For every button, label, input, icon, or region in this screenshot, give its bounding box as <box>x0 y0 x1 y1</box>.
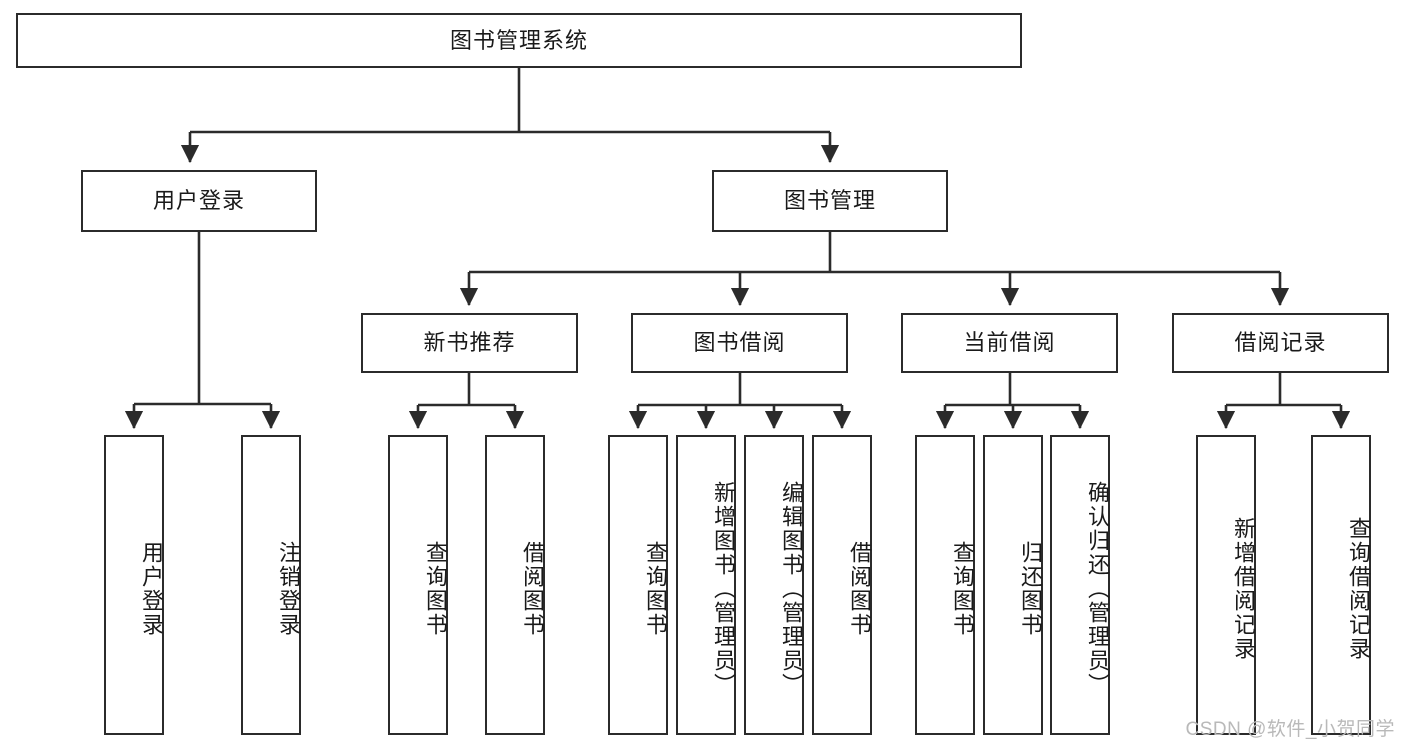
node-label: 图书管理 <box>783 188 876 213</box>
node-label: 借阅记录 <box>1234 330 1327 355</box>
node-label: 借阅图书 <box>847 541 872 637</box>
leaf-query-borrow-record[interactable]: 查询借阅记录 <box>1311 435 1371 735</box>
node-label: 新增借阅记录 <box>1231 517 1256 661</box>
leaf-user-login[interactable]: 用户登录 <box>104 435 164 735</box>
node-new-book-recommend[interactable]: 新书推荐 <box>361 313 578 373</box>
leaf-borrow-book-newbook[interactable]: 借阅图书 <box>485 435 545 735</box>
leaf-add-borrow-record[interactable]: 新增借阅记录 <box>1196 435 1256 735</box>
leaf-edit-book-admin[interactable]: 编辑图书（管理员） <box>744 435 804 735</box>
node-label: 编辑图书（管理员） <box>779 481 804 697</box>
node-label: 查询图书 <box>423 541 448 637</box>
leaf-add-book-admin[interactable]: 新增图书（管理员） <box>676 435 736 735</box>
csdn-watermark: CSDN @软件_小贺同学 <box>1185 719 1395 740</box>
node-label: 确认归还（管理员） <box>1085 481 1110 697</box>
node-book-management[interactable]: 图书管理 <box>712 170 948 232</box>
node-label: 用户登录 <box>139 541 164 637</box>
node-label: 当前借阅 <box>963 330 1056 355</box>
leaf-confirm-return-admin[interactable]: 确认归还（管理员） <box>1050 435 1110 735</box>
node-label: 查询借阅记录 <box>1346 517 1371 661</box>
leaf-return-book[interactable]: 归还图书 <box>983 435 1043 735</box>
node-label: 用户登录 <box>152 188 245 213</box>
node-label: 借阅图书 <box>520 541 545 637</box>
node-label: 图书管理系统 <box>449 27 588 53</box>
node-label: 归还图书 <box>1018 541 1043 637</box>
node-root-book-management-system[interactable]: 图书管理系统 <box>16 13 1022 68</box>
node-borrow-record[interactable]: 借阅记录 <box>1172 313 1389 373</box>
node-label: 图书借阅 <box>693 330 786 355</box>
leaf-logout[interactable]: 注销登录 <box>241 435 301 735</box>
leaf-borrow-book[interactable]: 借阅图书 <box>812 435 872 735</box>
leaf-query-book-current[interactable]: 查询图书 <box>915 435 975 735</box>
leaf-query-book-borrow[interactable]: 查询图书 <box>608 435 668 735</box>
leaf-query-book-newbook[interactable]: 查询图书 <box>388 435 448 735</box>
node-label: 新增图书（管理员） <box>711 481 736 697</box>
node-label: 新书推荐 <box>423 330 516 355</box>
node-user-login[interactable]: 用户登录 <box>81 170 317 232</box>
node-label: 注销登录 <box>276 541 301 637</box>
node-label: 查询图书 <box>643 541 668 637</box>
node-book-borrow[interactable]: 图书借阅 <box>631 313 848 373</box>
node-current-borrow[interactable]: 当前借阅 <box>901 313 1118 373</box>
node-label: 查询图书 <box>950 541 975 637</box>
